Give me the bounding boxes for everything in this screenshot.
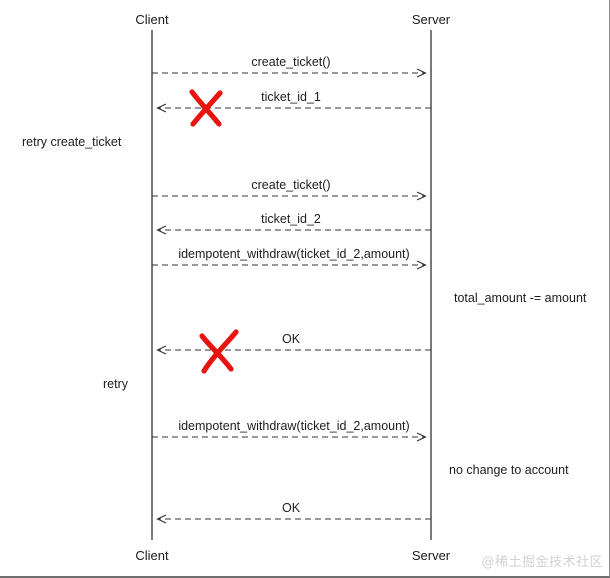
note-no-change-to-account: no change to account [449, 463, 569, 477]
note-total-amount-decrement: total_amount -= amount [454, 291, 587, 305]
message-label-ticket-id-1: ticket_id_1 [261, 90, 321, 104]
actor-label-server-top: Server [411, 12, 451, 27]
message-label-ok-2: OK [281, 501, 301, 515]
failure-cross-icon-2 [199, 329, 239, 374]
note-retry-create-ticket: retry create_ticket [22, 135, 122, 149]
message-label-idempotent-withdraw-1: idempotent_withdraw(ticket_id_2,amount) [178, 247, 410, 261]
actor-label-server-bottom: Server [411, 548, 451, 563]
message-label-create-ticket-2: create_ticket() [251, 178, 331, 192]
actor-label-client-bottom: Client [135, 548, 169, 563]
message-label-idempotent-withdraw-2: idempotent_withdraw(ticket_id_2,amount) [178, 419, 410, 433]
watermark: @稀土掘金技术社区 [481, 555, 603, 570]
note-retry: retry [103, 377, 128, 391]
failure-cross-icon-1 [189, 89, 223, 127]
message-label-ok-1: OK [281, 332, 301, 346]
actor-label-client-top: Client [135, 12, 169, 27]
message-label-create-ticket-1: create_ticket() [251, 55, 331, 69]
message-label-ticket-id-2: ticket_id_2 [261, 212, 321, 226]
